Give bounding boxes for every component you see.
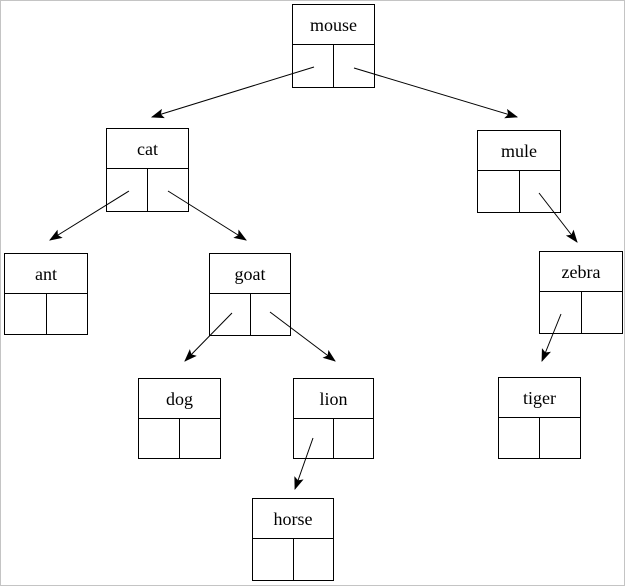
- lion-right-pointer-cell: [334, 419, 373, 458]
- goat-left-pointer-cell: [210, 294, 251, 335]
- node-label-mouse: mouse: [293, 5, 374, 45]
- pointer-cells-horse: [253, 539, 333, 580]
- tree-node-mouse: mouse: [292, 4, 375, 88]
- arrow-mouse-to-mule: [353, 67, 519, 119]
- dog-right-pointer-cell: [180, 419, 220, 458]
- pointer-cells-tiger: [499, 418, 580, 458]
- mouse-left-pointer-cell: [293, 45, 334, 87]
- arrow-mouse-to-cat: [150, 66, 315, 119]
- tree-node-mule: mule: [477, 130, 561, 213]
- node-label-tiger: tiger: [499, 378, 580, 418]
- zebra-left-pointer-cell: [540, 292, 582, 333]
- tree-node-goat: goat: [209, 253, 291, 336]
- node-label-dog: dog: [139, 379, 220, 419]
- pointer-cells-lion: [294, 419, 373, 458]
- mule-left-pointer-cell: [478, 171, 520, 212]
- tree-node-horse: horse: [252, 498, 334, 581]
- horse-left-pointer-cell: [253, 539, 294, 580]
- pointer-cells-goat: [210, 294, 290, 335]
- mouse-right-pointer-cell: [334, 45, 374, 87]
- horse-right-pointer-cell: [294, 539, 334, 580]
- tree-node-ant: ant: [4, 253, 88, 335]
- node-label-goat: goat: [210, 254, 290, 294]
- pointer-cells-zebra: [540, 292, 622, 333]
- cat-left-pointer-cell: [107, 169, 148, 211]
- goat-right-pointer-cell: [251, 294, 291, 335]
- pointer-cells-dog: [139, 419, 220, 458]
- tree-node-dog: dog: [138, 378, 221, 459]
- cat-right-pointer-cell: [148, 169, 188, 211]
- ant-right-pointer-cell: [47, 294, 88, 334]
- ant-left-pointer-cell: [5, 294, 47, 334]
- mule-right-pointer-cell: [520, 171, 561, 212]
- pointer-cells-mouse: [293, 45, 374, 87]
- node-label-zebra: zebra: [540, 252, 622, 292]
- tree-node-zebra: zebra: [539, 251, 623, 334]
- tiger-right-pointer-cell: [540, 418, 580, 458]
- dog-left-pointer-cell: [139, 419, 180, 458]
- tree-node-tiger: tiger: [498, 377, 581, 459]
- tree-node-cat: cat: [106, 128, 189, 212]
- lion-left-pointer-cell: [294, 419, 334, 458]
- tiger-left-pointer-cell: [499, 418, 540, 458]
- node-label-horse: horse: [253, 499, 333, 539]
- node-label-mule: mule: [478, 131, 560, 171]
- zebra-right-pointer-cell: [582, 292, 623, 333]
- tree-node-lion: lion: [293, 378, 374, 459]
- pointer-cells-cat: [107, 169, 188, 211]
- node-label-ant: ant: [5, 254, 87, 294]
- pointer-cells-mule: [478, 171, 560, 212]
- node-label-lion: lion: [294, 379, 373, 419]
- node-label-cat: cat: [107, 129, 188, 169]
- pointer-cells-ant: [5, 294, 87, 334]
